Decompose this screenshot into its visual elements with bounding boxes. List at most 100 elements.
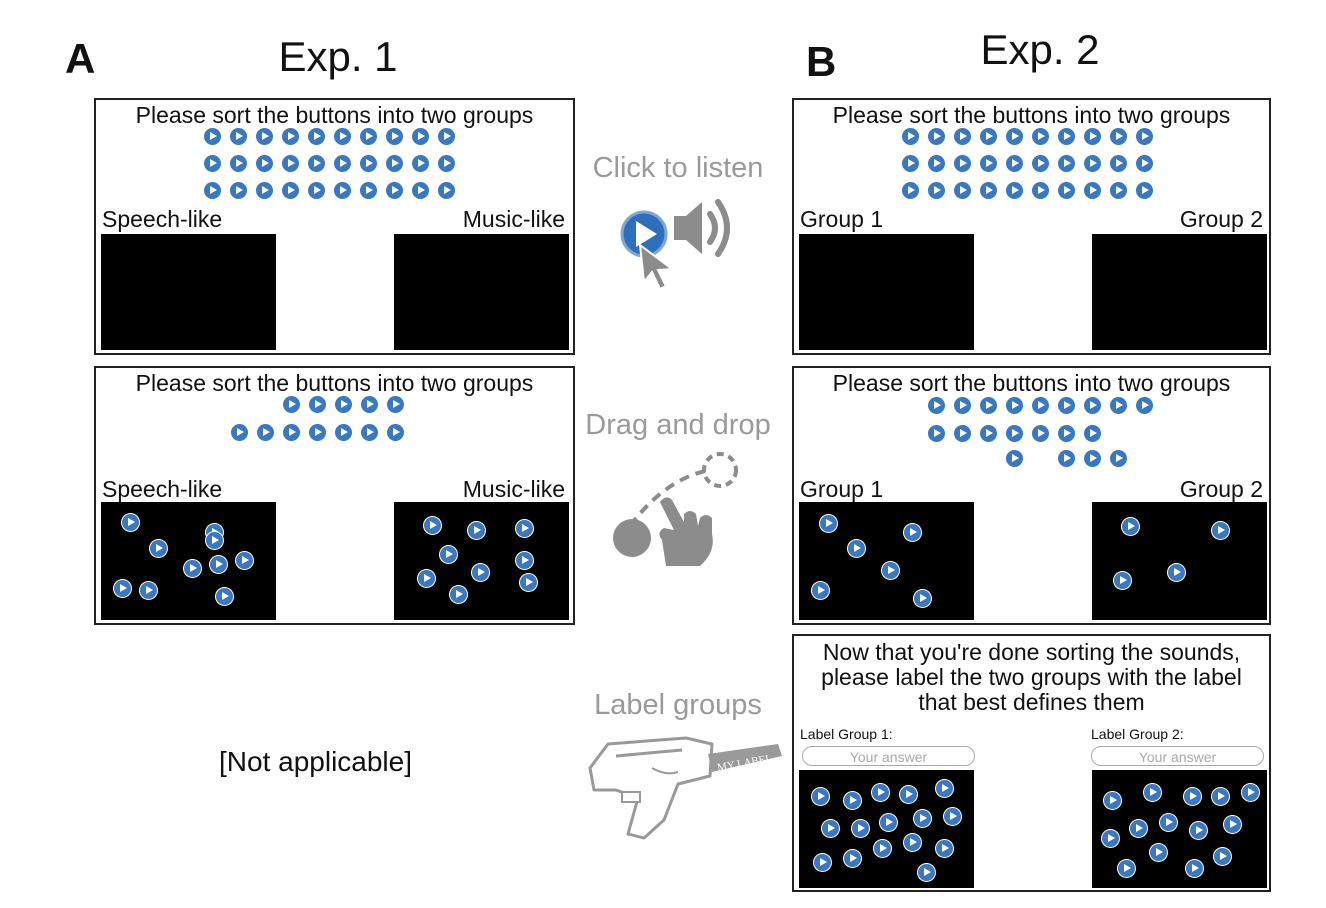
sound-button[interactable] (412, 155, 429, 172)
sound-button[interactable] (980, 128, 997, 145)
group1-box[interactable] (799, 234, 974, 350)
sound-button[interactable] (1136, 182, 1153, 199)
sound-button[interactable] (1084, 450, 1101, 467)
sound-button[interactable] (928, 128, 945, 145)
sound-button[interactable] (814, 854, 831, 871)
sound-button[interactable] (204, 155, 221, 172)
sound-button[interactable] (468, 522, 485, 539)
sound-button[interactable] (334, 128, 351, 145)
sound-button[interactable] (1058, 425, 1075, 442)
sound-button[interactable] (283, 424, 300, 441)
sound-button[interactable] (1084, 397, 1101, 414)
sound-button[interactable] (980, 397, 997, 414)
sound-button[interactable] (387, 424, 404, 441)
sound-button[interactable] (928, 397, 945, 414)
sound-button[interactable] (1214, 848, 1231, 865)
sound-button[interactable] (236, 552, 253, 569)
sound-button[interactable] (1242, 784, 1259, 801)
sound-button[interactable] (282, 182, 299, 199)
sound-button[interactable] (1110, 397, 1127, 414)
sound-button[interactable] (386, 155, 403, 172)
sound-button[interactable] (334, 155, 351, 172)
sound-button[interactable] (1032, 128, 1049, 145)
music-like-box[interactable] (394, 234, 569, 350)
sound-button[interactable] (230, 155, 247, 172)
sound-button[interactable] (1058, 450, 1075, 467)
sound-button[interactable] (335, 424, 352, 441)
sound-button[interactable] (928, 155, 945, 172)
speech-like-box[interactable] (101, 234, 276, 350)
sound-button[interactable] (1006, 128, 1023, 145)
sound-button[interactable] (914, 590, 931, 607)
sound-button[interactable] (1104, 792, 1121, 809)
sound-button[interactable] (1110, 182, 1127, 199)
sound-button[interactable] (114, 580, 131, 597)
sound-button[interactable] (1150, 844, 1167, 861)
sound-button[interactable] (256, 128, 273, 145)
sound-button[interactable] (386, 128, 403, 145)
sound-button[interactable] (1032, 397, 1049, 414)
sound-button[interactable] (1130, 820, 1147, 837)
sound-button[interactable] (944, 808, 961, 825)
sound-button[interactable] (360, 128, 377, 145)
sound-button[interactable] (1006, 182, 1023, 199)
sound-button[interactable] (386, 182, 403, 199)
sound-button[interactable] (230, 182, 247, 199)
sound-button[interactable] (874, 840, 891, 857)
sound-button[interactable] (204, 182, 221, 199)
sound-button[interactable] (902, 155, 919, 172)
sound-button[interactable] (1190, 822, 1207, 839)
sound-button[interactable] (184, 560, 201, 577)
sound-button[interactable] (1168, 564, 1185, 581)
sound-button[interactable] (1136, 155, 1153, 172)
sound-button[interactable] (1032, 182, 1049, 199)
sound-button[interactable] (1084, 155, 1101, 172)
sound-button[interactable] (1212, 522, 1229, 539)
sound-button[interactable] (844, 792, 861, 809)
sound-button[interactable] (282, 128, 299, 145)
group2-box[interactable] (1092, 502, 1267, 620)
sound-button[interactable] (904, 834, 921, 851)
sound-button[interactable] (256, 155, 273, 172)
sound-button[interactable] (1058, 397, 1075, 414)
sound-button[interactable] (918, 864, 935, 881)
sound-button[interactable] (334, 182, 351, 199)
sound-button[interactable] (1058, 155, 1075, 172)
sound-button[interactable] (230, 128, 247, 145)
sound-button[interactable] (848, 540, 865, 557)
sound-button[interactable] (954, 128, 971, 145)
sound-button[interactable] (308, 182, 325, 199)
sound-button[interactable] (283, 396, 300, 413)
sound-button[interactable] (1006, 450, 1023, 467)
sound-button[interactable] (914, 810, 931, 827)
sound-button[interactable] (1058, 182, 1075, 199)
sound-button[interactable] (516, 520, 533, 537)
sound-button[interactable] (412, 128, 429, 145)
sound-button[interactable] (880, 814, 897, 831)
sound-button[interactable] (210, 556, 227, 573)
sound-button[interactable] (360, 155, 377, 172)
sound-button[interactable] (936, 780, 953, 797)
sound-button[interactable] (418, 570, 435, 587)
group2-answer-input[interactable]: Your answer (1091, 746, 1264, 766)
sound-button[interactable] (1136, 128, 1153, 145)
sound-button[interactable] (424, 517, 441, 534)
sound-button[interactable] (1006, 397, 1023, 414)
sound-button[interactable] (902, 128, 919, 145)
sound-button[interactable] (1122, 518, 1139, 535)
sound-button[interactable] (438, 155, 455, 172)
sound-button[interactable] (900, 786, 917, 803)
sound-button[interactable] (1006, 425, 1023, 442)
sound-button[interactable] (1160, 814, 1177, 831)
sound-button[interactable] (438, 182, 455, 199)
sound-button[interactable] (1084, 425, 1101, 442)
sound-button[interactable] (516, 552, 533, 569)
sound-button[interactable] (822, 820, 839, 837)
sound-button[interactable] (256, 182, 273, 199)
sound-button[interactable] (1118, 860, 1135, 877)
sound-button[interactable] (1184, 788, 1201, 805)
sound-button[interactable] (1114, 572, 1131, 589)
sound-button[interactable] (361, 396, 378, 413)
sound-button[interactable] (1032, 425, 1049, 442)
sound-button[interactable] (1224, 816, 1241, 833)
